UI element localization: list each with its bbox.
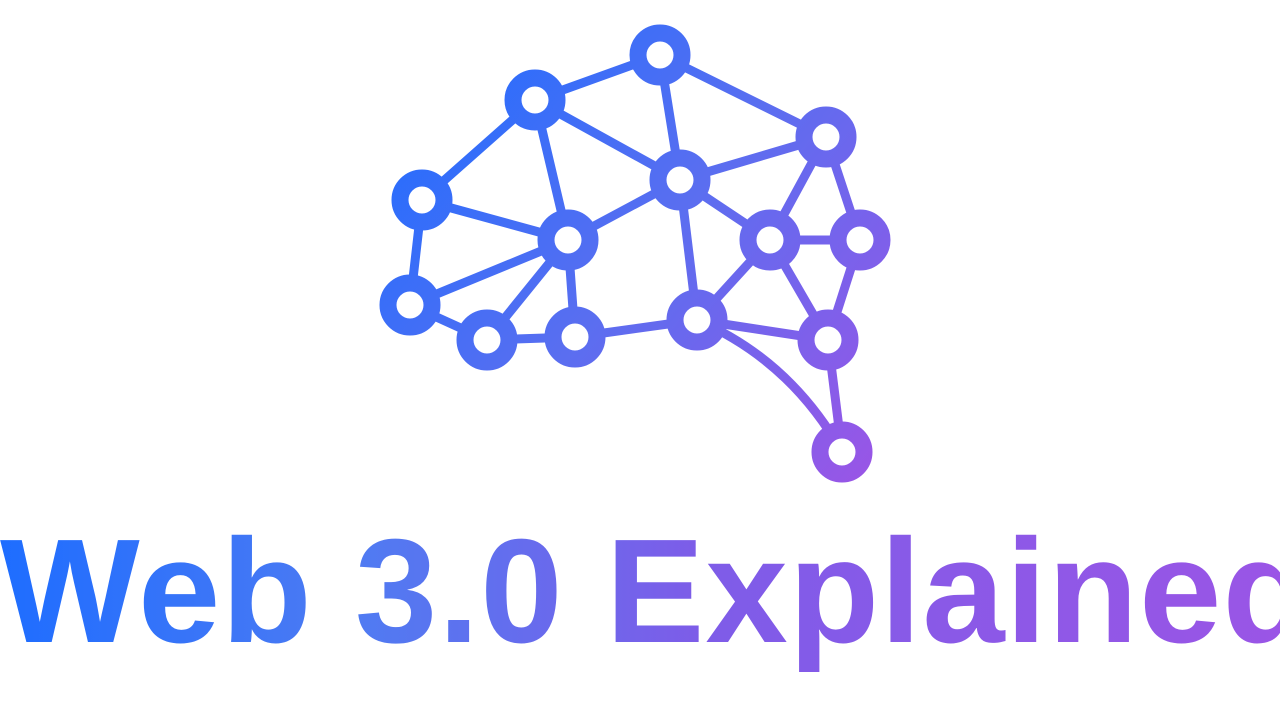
network-node [391,169,453,231]
page-title: Web 3.0 Explained [0,509,1280,674]
network-node [379,274,441,336]
network-link [655,50,831,142]
network-node [537,209,599,271]
neural-network-brain-icon [379,24,891,483]
network-node [795,106,857,168]
network-node [504,69,566,131]
network-node [829,209,891,271]
network-node [544,306,606,368]
network-node [811,421,873,483]
network-node [456,309,518,371]
network-node [739,209,801,271]
network-node [666,289,728,351]
network-node [649,149,711,211]
network-node [629,24,691,86]
network-node [797,309,859,371]
